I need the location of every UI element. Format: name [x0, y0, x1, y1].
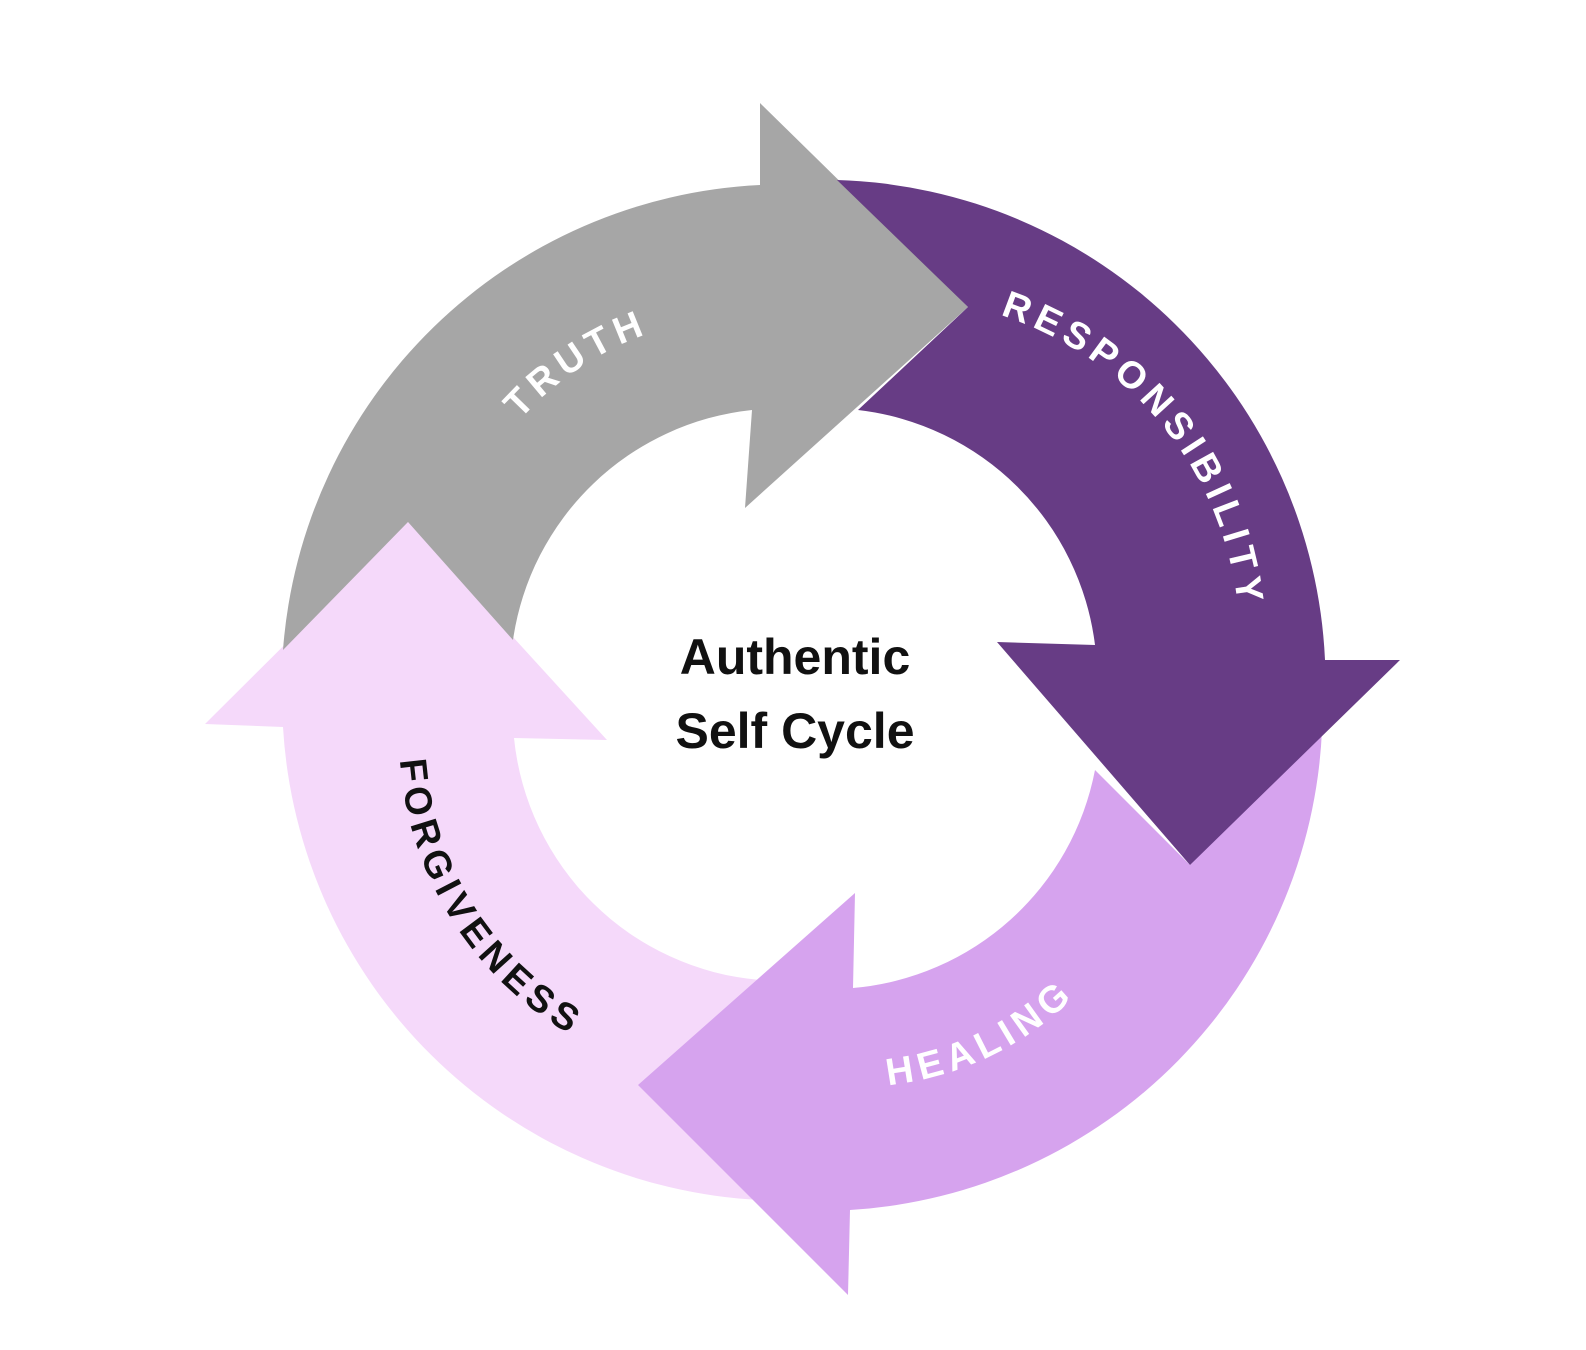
forgiveness-arrow [205, 522, 760, 1200]
center-title: Authentic Self Cycle [595, 620, 995, 768]
healing-arrow [638, 730, 1322, 1295]
center-title-line-2: Self Cycle [675, 703, 915, 759]
center-title-line-1: Authentic [679, 629, 911, 685]
truth-arrow [283, 103, 968, 650]
responsibility-arrow [837, 180, 1400, 865]
